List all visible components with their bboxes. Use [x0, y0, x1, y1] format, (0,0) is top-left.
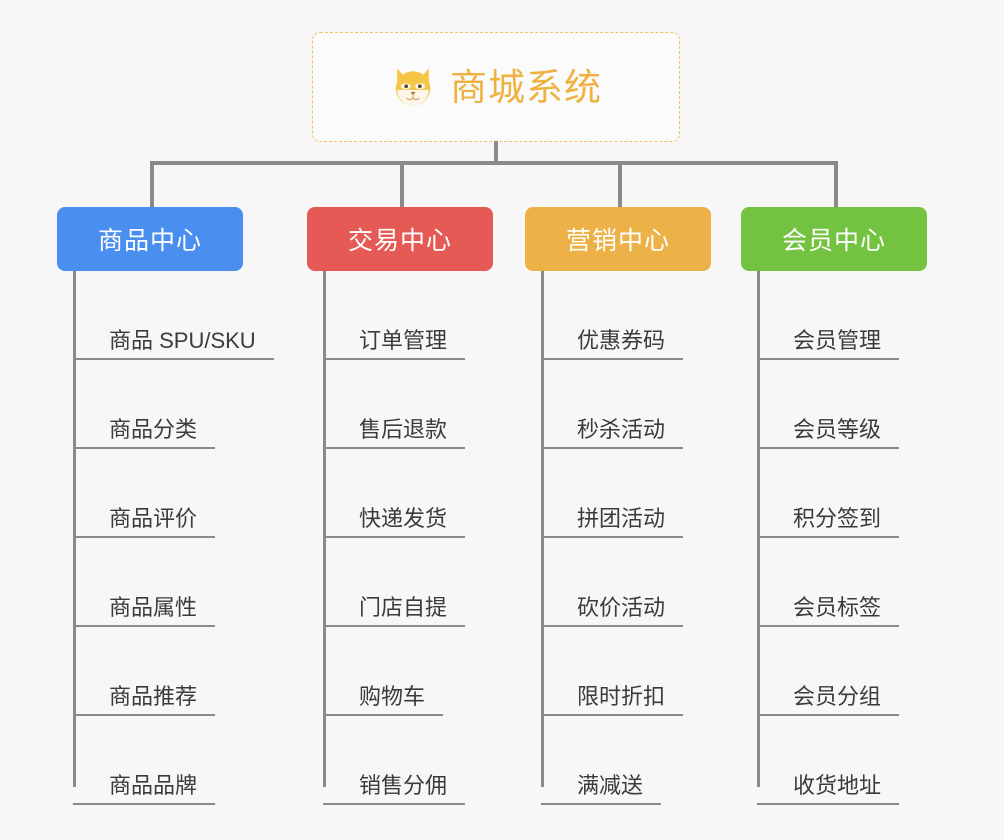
branch-header-trade[interactable]: 交易中心	[307, 207, 493, 271]
leaf-label: 门店自提	[323, 594, 466, 627]
leaf-item[interactable]: 限时折扣	[541, 627, 711, 716]
branch-header-label: 会员中心	[781, 227, 886, 255]
leaf-item[interactable]: 商品品牌	[73, 716, 274, 805]
leaf-label: 会员标签	[757, 594, 900, 627]
leaf-item[interactable]: 商品属性	[73, 538, 274, 627]
leaf-stem	[757, 271, 760, 787]
branch-leaf-stack-member: 会员管理 会员等级 积分签到 会员标签 会员分组 收货地址	[757, 271, 927, 805]
leaf-item[interactable]: 会员管理	[757, 271, 927, 360]
branch-header-member[interactable]: 会员中心	[741, 207, 927, 271]
connector-branch-4-vertical	[834, 161, 838, 207]
leaf-label: 快递发货	[323, 505, 466, 538]
connector-root-vertical	[494, 141, 498, 163]
leaf-item[interactable]: 收货地址	[757, 716, 927, 805]
leaf-label: 商品 SPU/SKU	[73, 327, 274, 360]
root-node[interactable]: 商城系统	[312, 32, 680, 142]
leaf-item[interactable]: 积分签到	[757, 449, 927, 538]
leaf-label: 积分签到	[757, 505, 900, 538]
branch-column-member: 会员中心 会员管理 会员等级 积分签到 会员标签 会员分组 收货地址	[741, 207, 927, 805]
leaf-label: 商品品牌	[73, 772, 216, 805]
leaf-item[interactable]: 门店自提	[323, 538, 493, 627]
leaf-label: 收货地址	[757, 772, 900, 805]
leaf-label: 商品分类	[73, 416, 216, 449]
leaf-item[interactable]: 商品评价	[73, 449, 274, 538]
branch-column-marketing: 营销中心 优惠券码 秒杀活动 拼团活动 砍价活动 限时折扣 满减送	[525, 207, 711, 805]
connector-branch-1-vertical	[150, 161, 154, 207]
leaf-item[interactable]: 秒杀活动	[541, 360, 711, 449]
leaf-label: 秒杀活动	[541, 416, 684, 449]
branch-header-label: 商品中心	[97, 227, 202, 255]
branch-column-trade: 交易中心 订单管理 售后退款 快递发货 门店自提 购物车 销售分佣	[307, 207, 493, 805]
connector-branch-3-vertical	[618, 161, 622, 207]
branch-header-label: 交易中心	[347, 227, 452, 255]
leaf-item[interactable]: 满减送	[541, 716, 711, 805]
leaf-label: 优惠券码	[541, 327, 684, 360]
leaf-label: 会员分组	[757, 683, 900, 716]
leaf-item[interactable]: 订单管理	[323, 271, 493, 360]
leaf-item[interactable]: 商品推荐	[73, 627, 274, 716]
leaf-label: 会员管理	[757, 327, 900, 360]
leaf-label: 售后退款	[323, 416, 466, 449]
leaf-label: 销售分佣	[323, 772, 466, 805]
branch-header-marketing[interactable]: 营销中心	[525, 207, 711, 271]
connector-horizontal-bus	[150, 161, 838, 165]
leaf-item[interactable]: 销售分佣	[323, 716, 493, 805]
leaf-stem	[541, 271, 544, 787]
connector-branch-2-vertical	[400, 161, 404, 207]
leaf-label: 砍价活动	[541, 594, 684, 627]
branch-leaf-stack-marketing: 优惠券码 秒杀活动 拼团活动 砍价活动 限时折扣 满减送	[541, 271, 711, 805]
leaf-label: 会员等级	[757, 416, 900, 449]
leaf-stem	[73, 271, 76, 787]
leaf-label: 商品推荐	[73, 683, 216, 716]
branch-leaf-stack-trade: 订单管理 售后退款 快递发货 门店自提 购物车 销售分佣	[323, 271, 493, 805]
leaf-item[interactable]: 优惠券码	[541, 271, 711, 360]
leaf-item[interactable]: 会员等级	[757, 360, 927, 449]
branch-header-product[interactable]: 商品中心	[57, 207, 243, 271]
leaf-label: 拼团活动	[541, 505, 684, 538]
branch-leaf-stack-product: 商品 SPU/SKU 商品分类 商品评价 商品属性 商品推荐 商品品牌	[73, 271, 274, 805]
leaf-item[interactable]: 商品 SPU/SKU	[73, 271, 274, 360]
leaf-item[interactable]: 售后退款	[323, 360, 493, 449]
leaf-label: 购物车	[323, 683, 444, 716]
leaf-item[interactable]: 会员标签	[757, 538, 927, 627]
branch-header-label: 营销中心	[565, 227, 670, 255]
leaf-label: 限时折扣	[541, 683, 684, 716]
leaf-label: 商品属性	[73, 594, 216, 627]
leaf-stem	[323, 271, 326, 787]
leaf-label: 满减送	[541, 772, 662, 805]
leaf-item[interactable]: 会员分组	[757, 627, 927, 716]
leaf-item[interactable]: 商品分类	[73, 360, 274, 449]
leaf-label: 商品评价	[73, 505, 216, 538]
dog-face-icon	[395, 68, 431, 109]
leaf-item[interactable]: 购物车	[323, 627, 493, 716]
branch-column-product: 商品中心 商品 SPU/SKU 商品分类 商品评价 商品属性 商品推荐 商品品牌	[57, 207, 274, 805]
leaf-label: 订单管理	[323, 327, 466, 360]
leaf-item[interactable]: 砍价活动	[541, 538, 711, 627]
leaf-item[interactable]: 拼团活动	[541, 449, 711, 538]
root-title: 商城系统	[450, 66, 602, 108]
leaf-item[interactable]: 快递发货	[323, 449, 493, 538]
